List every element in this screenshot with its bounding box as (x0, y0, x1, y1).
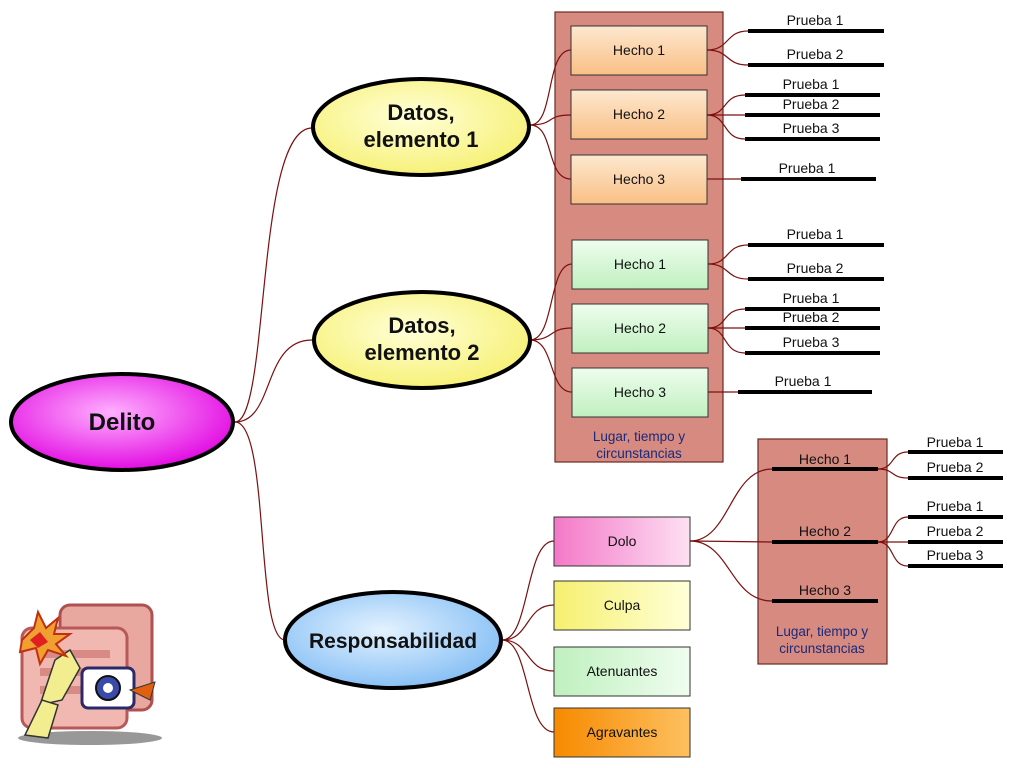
dolo-h1-prueba-1: Prueba 1 (927, 434, 984, 450)
agravantes-box[interactable]: Agravantes (553, 707, 691, 758)
responsabilidad-label: Responsabilidad (309, 630, 477, 653)
culpa-box[interactable]: Culpa (553, 580, 691, 631)
b1-h3-prueba-1: Prueba 1 (779, 160, 836, 176)
delito-node[interactable]: Delito (9, 372, 235, 472)
b2-h2-prueba-1: Prueba 1 (783, 290, 840, 306)
b2-hecho-3-box[interactable]: Hecho 3 (571, 367, 709, 418)
b2-hecho-1-label: Hecho 1 (614, 256, 666, 272)
dolo-box[interactable]: Dolo (553, 516, 691, 567)
b1-h2-prueba-3: Prueba 3 (783, 120, 840, 136)
branch2-connectors (529, 244, 749, 393)
datos-2-label-line1: Datos, (388, 313, 455, 338)
branch1-connectors (529, 30, 749, 180)
dolo-h1-prueba-2: Prueba 2 (927, 459, 984, 475)
b1-hecho-3-box[interactable]: Hecho 3 (570, 154, 708, 205)
b2-h3-prueba-1: Prueba 1 (775, 373, 832, 389)
panel-left-caption-line1: Lugar, tiempo y (593, 429, 686, 444)
dolo-h2-prueba-1: Prueba 1 (927, 498, 984, 514)
responsabilidad-node[interactable]: Responsabilidad (283, 590, 503, 690)
dolo-label: Dolo (608, 533, 637, 549)
dolo-h2-prueba-3: Prueba 3 (927, 547, 984, 563)
legal-clipart-icon (18, 603, 162, 745)
panel-right: Lugar, tiempo y circunstancias (757, 438, 888, 665)
dolo-hecho-1: Hecho 1 (799, 451, 851, 467)
b2-h1-prueba-2: Prueba 2 (787, 260, 844, 276)
dolo-h2-prueba-2: Prueba 2 (927, 523, 984, 539)
atenuantes-label: Atenuantes (587, 663, 658, 679)
b2-hecho-1-box[interactable]: Hecho 1 (571, 239, 709, 290)
b2-pruebas: Prueba 1 Prueba 2 Prueba 1 Prueba 2 Prue… (738, 226, 884, 394)
panel-right-caption-line2: circunstancias (779, 641, 865, 656)
datos-1-label-line1: Datos, (387, 100, 454, 125)
b1-hecho-2-box[interactable]: Hecho 2 (570, 89, 708, 140)
panel-right-caption-line1: Lugar, tiempo y (776, 624, 869, 639)
b2-h1-prueba-1: Prueba 1 (787, 226, 844, 242)
datos-2-label-line2: elemento 2 (365, 340, 480, 365)
agravantes-label: Agravantes (587, 724, 658, 740)
dolo-pruebas: Prueba 1 Prueba 2 Prueba 1 Prueba 2 Prue… (908, 434, 1003, 568)
dolo-hechos: Hecho 1 Hecho 2 Hecho 3 (772, 451, 878, 603)
delito-label: Delito (89, 409, 156, 436)
b1-hecho-2-label: Hecho 2 (613, 106, 665, 122)
b1-pruebas: Prueba 1 Prueba 2 Prueba 1 Prueba 2 Prue… (741, 12, 884, 181)
datos-elemento-2-node[interactable]: Datos, elemento 2 (312, 290, 532, 390)
branch3-connectors (501, 451, 909, 733)
atenuantes-box[interactable]: Atenuantes (553, 646, 691, 697)
datos-elemento-1-node[interactable]: Datos, elemento 1 (311, 77, 531, 177)
datos-1-label-line2: elemento 1 (364, 127, 479, 152)
culpa-label: Culpa (604, 597, 641, 613)
b1-hecho-1-box[interactable]: Hecho 1 (570, 25, 708, 76)
b2-h2-prueba-3: Prueba 3 (783, 334, 840, 350)
b1-h2-prueba-2: Prueba 2 (783, 96, 840, 112)
root-connectors (234, 127, 313, 641)
dolo-hecho-2: Hecho 2 (799, 523, 851, 539)
b1-h2-prueba-1: Prueba 1 (783, 76, 840, 92)
b1-h1-prueba-1: Prueba 1 (787, 12, 844, 28)
b1-h1-prueba-2: Prueba 2 (787, 46, 844, 62)
b2-hecho-2-box[interactable]: Hecho 2 (571, 303, 709, 354)
b2-h2-prueba-2: Prueba 2 (783, 309, 840, 325)
panel-left-caption-line2: circunstancias (596, 446, 682, 461)
b2-hecho-3-label: Hecho 3 (614, 384, 666, 400)
b1-hecho-3-label: Hecho 3 (613, 171, 665, 187)
b2-hecho-2-label: Hecho 2 (614, 320, 666, 336)
b1-hecho-1-label: Hecho 1 (613, 42, 665, 58)
dolo-hecho-3: Hecho 3 (799, 582, 851, 598)
